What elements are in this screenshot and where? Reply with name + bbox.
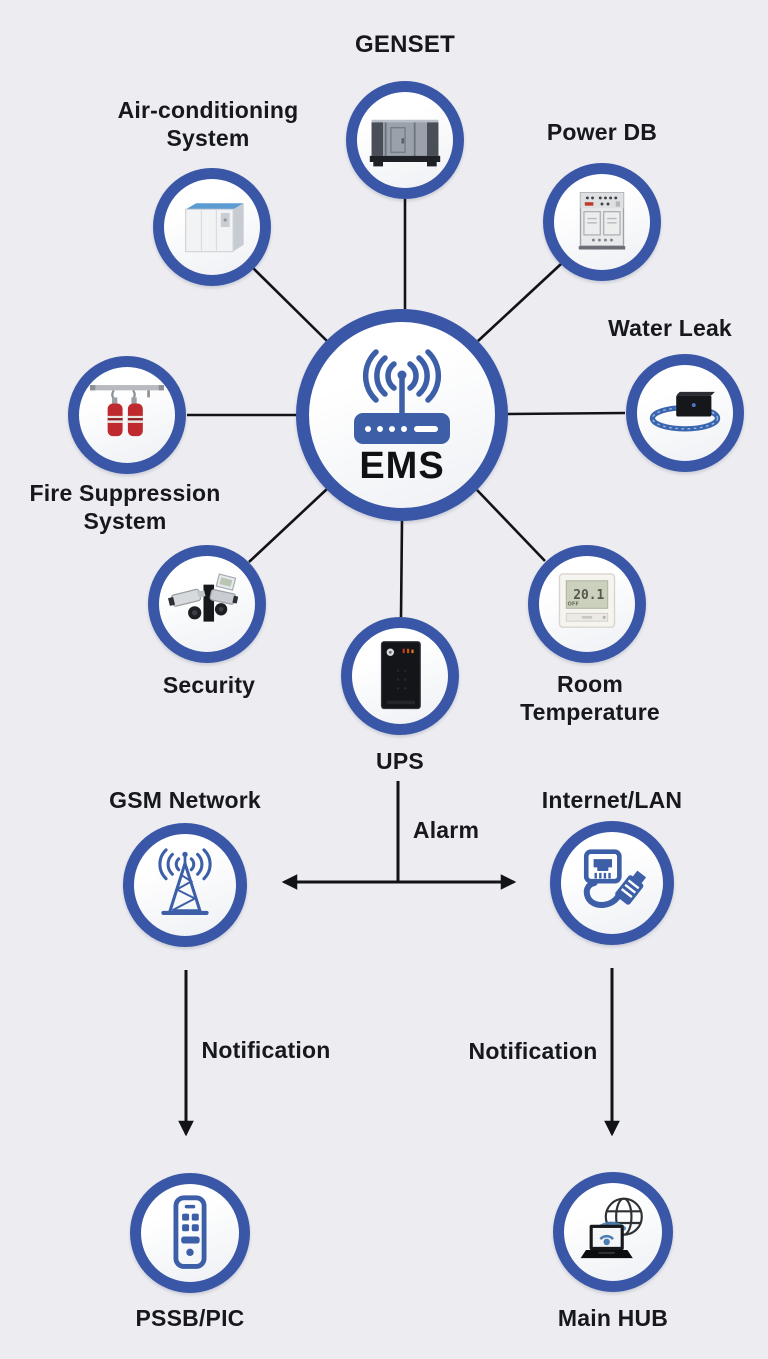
edge-ems-security — [248, 488, 328, 563]
ems-hub-node: EMS — [296, 309, 508, 521]
edge-ems-ups — [399, 520, 404, 618]
cctv-camera-icon — [168, 573, 239, 622]
security-label: Security — [162, 672, 256, 698]
mobile-phone-icon — [173, 1195, 207, 1269]
room-temperature-node: 20.1 OFF — [528, 545, 646, 663]
main-hub-label: Main HUB — [557, 1305, 669, 1331]
pssb-pic-node — [130, 1173, 250, 1293]
fire-suppression-node — [68, 356, 186, 474]
water-leak-node — [626, 354, 744, 472]
main-hub-node — [553, 1172, 673, 1292]
pssb-pic-label: PSSB/PIC — [135, 1305, 245, 1331]
room-temperature-label: Room Temperature — [520, 671, 660, 726]
water-leak-sensor-icon — [649, 391, 721, 432]
aircon-label: Air-conditioning System — [117, 97, 299, 152]
fire-suppression-label: Fire Suppression System — [29, 480, 221, 535]
genset-node — [346, 81, 464, 199]
internet-lan-node — [550, 821, 674, 945]
ems-hub-label: EMS — [359, 444, 445, 487]
genset-label: GENSET — [355, 31, 455, 58]
internet-lan-label: Internet/LAN — [541, 787, 683, 813]
aircon-node — [153, 168, 271, 286]
power-db-label: Power DB — [546, 119, 658, 145]
thermostat-mode: OFF — [568, 602, 580, 608]
radio-tower-icon — [158, 848, 212, 915]
ups-node — [341, 617, 459, 735]
edge-ems-powerdb — [477, 263, 562, 342]
laptop-globe-icon — [580, 1197, 643, 1259]
security-node — [148, 545, 266, 663]
edge-ems-waterleak — [507, 411, 626, 416]
edge-ems-aircon — [252, 267, 328, 342]
thermostat-icon: 20.1 OFF — [558, 573, 616, 628]
air-conditioner-icon — [184, 203, 244, 253]
notification-left-label: Notification — [201, 1037, 331, 1063]
ups-icon — [380, 641, 421, 710]
ups-label: UPS — [376, 748, 424, 774]
gsm-network-node — [123, 823, 247, 947]
power-db-node — [543, 163, 661, 281]
edge-ems-roomtemp — [476, 489, 546, 562]
notification-right-label: Notification — [468, 1038, 598, 1064]
ethernet-cable-icon — [583, 849, 647, 908]
wifi-router-icon — [354, 348, 450, 444]
water-leak-label: Water Leak — [608, 315, 732, 341]
alarm-label: Alarm — [412, 817, 480, 843]
power-distribution-board-icon — [578, 192, 626, 250]
generator-icon — [369, 119, 441, 167]
gsm-network-label: GSM Network — [109, 787, 261, 813]
fire-extinguishers-icon — [90, 385, 164, 437]
thermostat-reading: 20.1 — [573, 588, 604, 603]
